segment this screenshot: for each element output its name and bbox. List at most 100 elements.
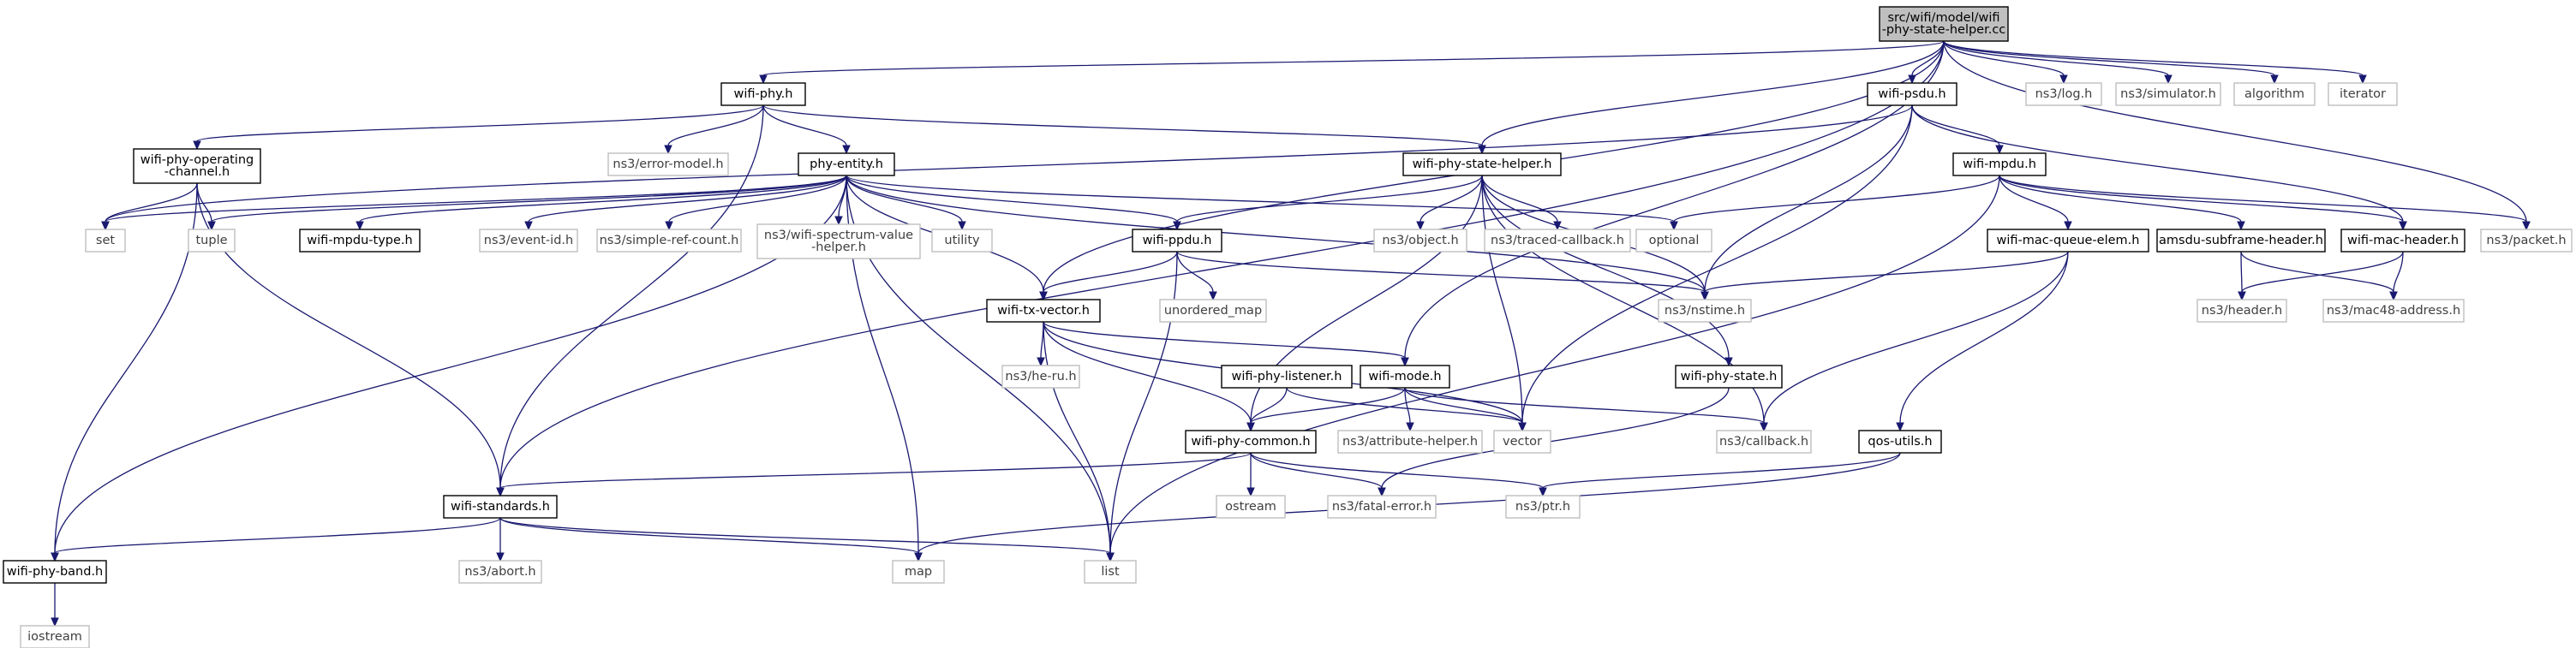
node-amsdu-subframe-header[interactable]: amsdu-subframe-header.h [2156, 229, 2326, 253]
node-box [443, 495, 558, 519]
dependency-edge-wifi-phy-state-helper-to-ns3-traced-callback [1481, 175, 1562, 231]
node-label: qos-utils.h [1868, 435, 1932, 449]
node-wifi-tx-vector[interactable]: wifi-tx-vector.h [986, 299, 1101, 323]
edge-arrowhead [1416, 221, 1425, 231]
dependency-edge-wifi-ppdu-to-wifi-tx-vector [1039, 251, 1178, 301]
edge-line [1404, 387, 1523, 424]
node-box [2340, 229, 2465, 253]
edge-arrowhead [356, 221, 364, 231]
node-label: vector [1503, 435, 1542, 449]
node-box [2322, 299, 2465, 323]
node-tuple: tuple [188, 229, 236, 253]
node-wifi-phy-state-helper[interactable]: wifi-phy-state-helper.h [1402, 152, 1562, 176]
node-label: ns3/event-id.h [484, 234, 573, 247]
node-label: wifi-phy.h [734, 87, 793, 101]
node-wifi-phy-band[interactable]: wifi-phy-band.h [3, 560, 107, 584]
node-label: ns3/wifi-spectrum-value [764, 229, 913, 242]
dependency-edge-root-to-ns3-simulator [1943, 40, 2173, 85]
edge-line [1404, 387, 1411, 424]
node-label: -phy-state-helper.cc [1882, 23, 2006, 37]
edge-arrowhead [51, 617, 59, 627]
dependency-edge-wifi-phy-op-channel-to-set [101, 182, 198, 231]
edge-line [1250, 452, 1383, 489]
node-label: -helper.h [811, 241, 866, 254]
dependency-edge-wifi-standards-to-wifi-phy-band [51, 517, 501, 562]
node-label: wifi-mac-queue-elem.h [1997, 234, 2140, 247]
edge-arrowhead [1518, 422, 1527, 432]
edge-arrowhead [2522, 221, 2531, 231]
node-unordered_map: unordered_map [1159, 299, 1267, 323]
node-wifi-psdu[interactable]: wifi-psdu.h [1867, 82, 1957, 106]
node-box [1185, 430, 1317, 454]
node-label: ns3/simulator.h [2120, 87, 2216, 101]
edge-line [1109, 175, 2000, 554]
dependency-edge-wifi-phy-state-helper-to-ns3-object [1416, 175, 1483, 231]
edge-arrowhead [1209, 291, 1217, 301]
dependency-edge-phy-entity-to-ns3-event-id [524, 175, 847, 231]
dependency-edge-qos-utils-to-ns3-ptr [1539, 452, 1901, 497]
node-wifi-mac-header[interactable]: wifi-mac-header.h [2340, 229, 2465, 253]
node-wifi-ppdu[interactable]: wifi-ppdu.h [1132, 229, 1222, 253]
edge-line [1481, 175, 1523, 424]
node-label: ns3/packet.h [2486, 234, 2566, 247]
edge-arrowhead [842, 145, 851, 155]
edge-arrowhead [1896, 422, 1904, 432]
node-label: ns3/traced-callback.h [1491, 234, 1624, 247]
node-wifi-phy[interactable]: wifi-phy.h [720, 82, 806, 106]
node-label: wifi-mpdu-type.h [307, 234, 412, 247]
dependency-edge-wifi-mac-queue-elem-to-qos-utils [1896, 251, 2069, 432]
node-ns3-fatal-error: ns3/fatal-error.h [1327, 495, 1437, 519]
edge-line [2393, 251, 2404, 293]
edge-arrowhead [1995, 145, 2004, 155]
dependency-edge-wifi-phy-common-to-ostream [1246, 453, 1255, 497]
node-phy-entity[interactable]: phy-entity.h [798, 152, 895, 176]
node-label: wifi-tx-vector.h [997, 304, 1090, 318]
node-wifi-mode[interactable]: wifi-mode.h [1360, 365, 1450, 389]
node-box [20, 625, 90, 648]
node-box [1221, 365, 1353, 389]
node-box [2115, 82, 2221, 106]
node-box [1084, 560, 1137, 584]
node-ns3-callback: ns3/callback.h [1716, 430, 1812, 454]
dependency-edge-wifi-standards-to-list [499, 517, 1115, 562]
node-wifi-phy-state[interactable]: wifi-phy-state.h [1675, 365, 1783, 389]
dependency-edge-wifi-phy-state-helper-to-wifi-ppdu [1173, 175, 1483, 231]
node-wifi-phy-common[interactable]: wifi-phy-common.h [1185, 430, 1317, 454]
node-box [479, 229, 578, 253]
node-root[interactable]: src/wifi/model/wifi-phy-state-helper.cc [1879, 6, 2009, 42]
edge-line [1176, 175, 1483, 223]
node-box [1867, 82, 1957, 106]
edge-arrowhead [193, 140, 201, 151]
node-wifi-mpdu-type[interactable]: wifi-mpdu-type.h [299, 229, 421, 253]
node-label: ns3/log.h [2035, 87, 2093, 101]
dependency-edge-wifi-mode-to-ns3-callback [1404, 387, 1768, 432]
edge-arrowhead [1246, 487, 1255, 497]
dependency-edge-wifi-standards-to-map [499, 517, 923, 562]
node-label: wifi-mode.h [1368, 370, 1441, 383]
dependency-edge-root-to-algorithm [1943, 40, 2279, 85]
edge-arrowhead [834, 216, 843, 226]
edge-line [1911, 40, 1945, 76]
node-wifi-standards[interactable]: wifi-standards.h [443, 495, 558, 519]
node-iostream: iostream [20, 625, 90, 648]
edge-line [1943, 40, 2527, 223]
node-wifi-mpdu[interactable]: wifi-mpdu.h [1952, 152, 2047, 176]
edge-line [762, 40, 1945, 76]
edge-line [1542, 452, 1901, 489]
edge-arrowhead [2238, 291, 2246, 301]
edge-arrowhead [1106, 552, 1115, 562]
dependency-edge-root-to-ns3-log [1943, 40, 2068, 85]
node-label: ns3/nstime.h [1665, 304, 1745, 318]
edge-line [499, 517, 919, 554]
node-wifi-phy-op-channel[interactable]: wifi-phy-operating-channel.h [133, 148, 261, 184]
node-qos-utils[interactable]: qos-utils.h [1858, 430, 1942, 454]
node-label: ns3/he-ru.h [1005, 370, 1076, 383]
node-wifi-mac-queue-elem[interactable]: wifi-mac-queue-elem.h [1987, 229, 2149, 253]
node-box [3, 560, 107, 584]
node-label: ns3/simple-ref-count.h [600, 234, 739, 247]
dependency-edge-wifi-phy-to-ns3-error-model [664, 104, 764, 155]
node-box [1001, 365, 1080, 389]
node-box [1635, 229, 1712, 253]
node-wifi-phy-listener[interactable]: wifi-phy-listener.h [1221, 365, 1353, 389]
edge-line [359, 175, 847, 223]
